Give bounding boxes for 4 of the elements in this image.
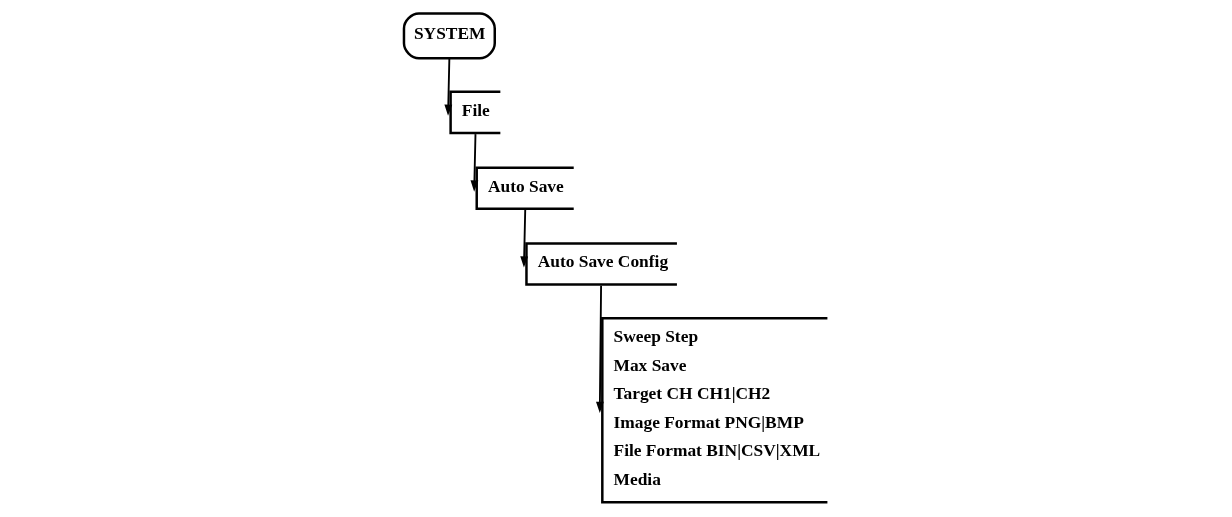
node-text: Auto Save xyxy=(487,175,564,196)
node-text: File xyxy=(461,99,490,120)
node-text: Auto Save Config xyxy=(537,251,669,272)
node-text: Sweep Step Max Save Target CH CH1|CH2 Image Format PNG|BMP File Format BIN|CSV|XML Media xyxy=(613,326,821,490)
